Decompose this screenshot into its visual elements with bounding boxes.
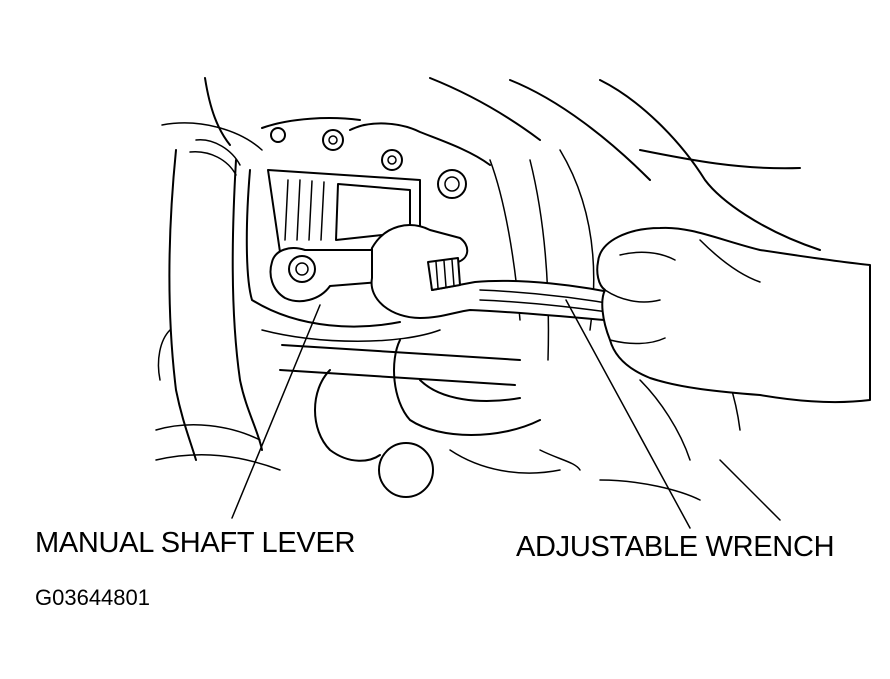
manual-shaft-lever-callout: MANUAL SHAFT LEVER <box>35 527 356 559</box>
wrench-leader-line <box>565 299 691 529</box>
lower-linkage <box>155 339 781 521</box>
lever-leader-line <box>231 304 321 519</box>
figure-code: G03644801 <box>35 585 150 610</box>
left-hose <box>157 122 263 461</box>
leader-lines <box>231 299 691 529</box>
adjustable-wrench <box>370 224 635 323</box>
hand <box>596 226 871 404</box>
adjustable-wrench-callout: ADJUSTABLE WRENCH <box>516 531 835 563</box>
bolts <box>270 127 467 199</box>
